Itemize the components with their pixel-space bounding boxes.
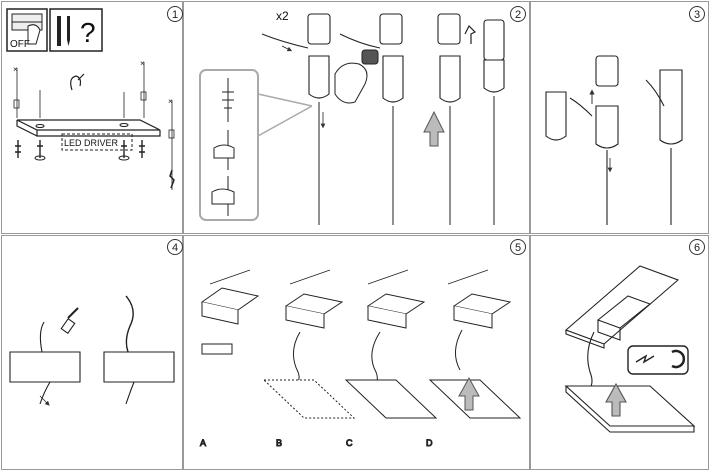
panel-1-frame xyxy=(1,1,183,234)
panel-4-content xyxy=(9,295,175,406)
svg-text:3: 3 xyxy=(694,9,700,21)
panel-5-number: 5 xyxy=(510,239,526,255)
svg-text:5: 5 xyxy=(515,242,521,254)
panel-2-content: x2 xyxy=(199,9,505,225)
svg-text:×: × xyxy=(13,65,18,74)
svg-text:4: 4 xyxy=(172,242,178,254)
panel-5-frame xyxy=(183,235,530,470)
panel-5-content: A B C D xyxy=(200,269,522,449)
step-label-d: D xyxy=(426,438,433,448)
svg-text:6: 6 xyxy=(694,242,700,254)
svg-text:x2: x2 xyxy=(276,9,289,23)
panel-3-number: 3 xyxy=(689,6,705,22)
panel-number-badges: 1 2 3 4 5 6 xyxy=(167,6,705,255)
step-label-b: B xyxy=(276,438,282,448)
panel-2-frame xyxy=(183,1,530,234)
svg-text:OFF: OFF xyxy=(10,39,30,50)
step-label-a: A xyxy=(200,438,206,448)
panel-1-content: OFF ? × × × xyxy=(6,8,175,190)
panel-4-number: 4 xyxy=(167,239,183,255)
svg-text:?: ? xyxy=(80,17,96,48)
panel-2-number: 2 xyxy=(510,6,526,22)
step-label-c: C xyxy=(346,438,353,448)
panel-3-frame xyxy=(530,1,709,234)
tools-question-icon: ? xyxy=(49,8,103,52)
panel-3-content xyxy=(545,55,683,225)
svg-text:1: 1 xyxy=(172,9,178,21)
panel-6-number: 6 xyxy=(689,239,705,255)
panel-6-frame xyxy=(530,235,709,470)
panel-4-frame xyxy=(1,235,183,470)
svg-text:2: 2 xyxy=(515,9,521,21)
svg-text:×: × xyxy=(168,97,173,106)
panel-6-content xyxy=(564,265,696,433)
svg-text:LED DRIVER: LED DRIVER xyxy=(64,138,119,148)
panel-1-number: 1 xyxy=(167,6,183,22)
power-switch-icon: OFF xyxy=(6,8,48,52)
svg-text:×: × xyxy=(140,59,145,68)
